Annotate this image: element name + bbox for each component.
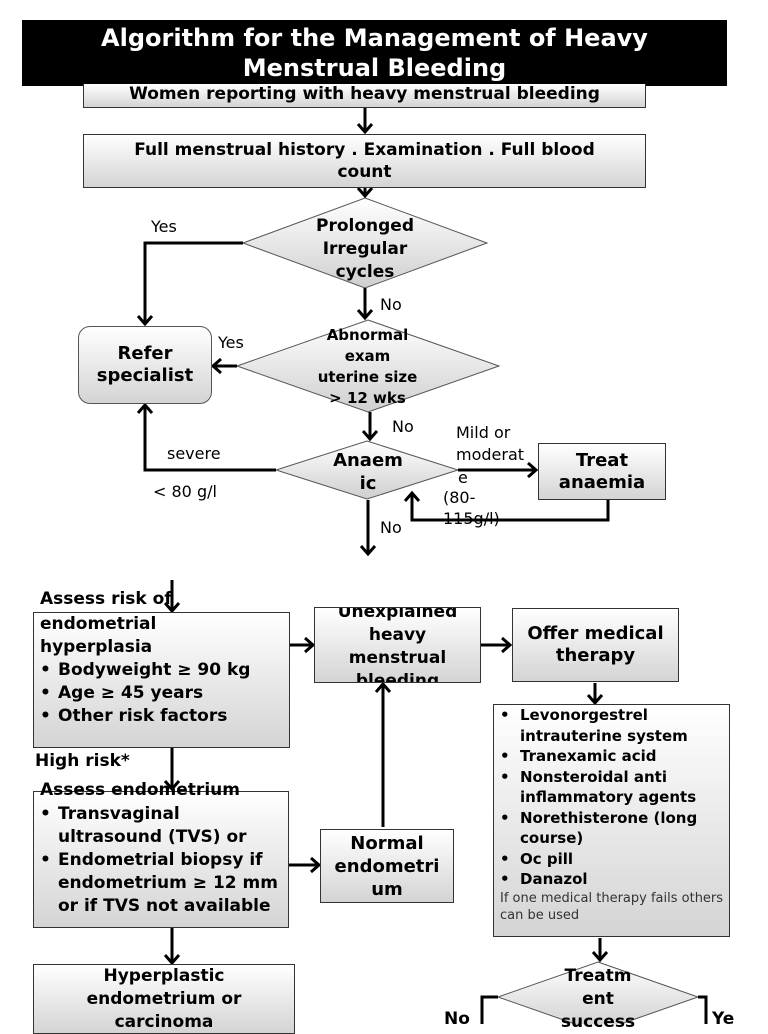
treat-line-1: Treat (575, 450, 629, 471)
normal-line-2: endometri (334, 856, 440, 877)
normal-line-3: um (371, 879, 403, 900)
no-label-treatment: No (444, 1009, 470, 1029)
no-label-abnormal: No (392, 417, 414, 436)
therapy-item: Levonorgestrel intrauterine system (494, 705, 729, 746)
title-overlay: Algorithm for the Management of Heavy Me… (22, 20, 727, 84)
therapy-item: Danazol (494, 869, 729, 890)
endometrium-item: Endometrial biopsy if endometrium ≥ 12 m… (34, 849, 288, 918)
offer-medical-therapy-box: Offer medical therapy (512, 608, 679, 682)
risk-item: Other risk factors (34, 705, 289, 728)
treat-line-2: anaemia (558, 472, 646, 493)
prolonged-line-1: Prolonged (316, 216, 414, 236)
abnormal-line-3: uterine size (317, 368, 418, 386)
hyperplastic-line-3: carcinoma (114, 1012, 214, 1032)
risk-factor-list: Bodyweight ≥ 90 kg Age ≥ 45 years Other … (34, 659, 289, 728)
offer-line-1: Offer medical (527, 623, 664, 644)
assess-risk-heading: Assess risk of (40, 589, 172, 609)
anaemic-text: Anaem ic (320, 449, 416, 495)
title-overlay-line-1: Algorithm for the Management of Heavy (101, 24, 648, 52)
unexplained-line-4: bleeding (355, 671, 440, 683)
treatment-line-3: success (560, 1012, 636, 1032)
anaemic-line-1: Anaem (333, 450, 403, 471)
abnormal-line-4: > 12 wks (329, 389, 406, 407)
therapy-item: Tranexamic acid (494, 746, 729, 767)
unexplained-line-1: Unexplained (337, 607, 458, 622)
treatment-line-1: Treatm (564, 966, 632, 986)
mild-label-3: e (458, 468, 468, 487)
women-reporting-box: Women reporting with heavy menstrual ble… (83, 83, 646, 108)
assess-risk-box: endometrial hyperplasia Bodyweight ≥ 90 … (33, 612, 290, 748)
therapy-list: Levonorgestrel intrauterine system Trane… (494, 705, 729, 890)
assess-risk-subheading: endometrial hyperplasia (40, 614, 157, 657)
range-label-1: (80- (443, 488, 476, 507)
title-overlay-line-2: Menstrual Bleeding (242, 54, 507, 82)
abnormal-text: Abnormal exam uterine size > 12 wks (300, 325, 435, 409)
endometrium-item: Transvaginal ultrasound (TVS) or (34, 803, 288, 849)
hyperplastic-line-2: endometrium or (86, 989, 242, 1009)
therapy-item: Oc pill (494, 849, 729, 870)
high-risk-label: High risk* (35, 751, 130, 771)
normal-line-1: Normal (350, 833, 424, 854)
unexplained-hmb-box: Unexplained heavy menstrual bleeding (314, 607, 481, 683)
prolonged-text: Prolonged Irregular cycles (300, 215, 430, 284)
unexplained-line-3: menstrual (348, 648, 447, 668)
endometrium-assessment-list: Transvaginal ultrasound (TVS) or Endomet… (34, 803, 288, 918)
abnormal-diamond (235, 319, 501, 413)
mild-label-2: moderat (456, 445, 525, 464)
range-label-2: 115g/l) (443, 509, 500, 528)
anaemic-line-2: ic (359, 473, 377, 494)
refer-line-1: Refer (117, 343, 173, 364)
normal-endometrium-box: Normal endometri um (320, 829, 454, 903)
abnormal-line-2: exam (344, 347, 391, 365)
no-label-anaemic: No (380, 518, 402, 537)
refer-line-2: specialist (96, 365, 194, 386)
no-label-prolonged: No (380, 295, 402, 314)
assess-endometrium-box: Transvaginal ultrasound (TVS) or Endomet… (33, 791, 289, 928)
offer-line-2: therapy (555, 645, 636, 666)
therapy-item: Nonsteroidal anti inflammatory agents (494, 767, 729, 808)
history-line-1: Full menstrual history . Examination . F… (134, 140, 595, 160)
prolonged-line-3: cycles (335, 262, 395, 282)
history-exam-box: Full menstrual history . Examination . F… (83, 134, 646, 188)
medical-therapy-list-box: Levonorgestrel intrauterine system Trane… (493, 704, 730, 937)
risk-item: Bodyweight ≥ 90 kg (34, 659, 289, 682)
lt80-label: < 80 g/l (153, 482, 217, 501)
anaemic-diamond (274, 440, 460, 500)
yes-label-abnormal: Yes (218, 333, 244, 352)
mild-label-1: Mild or (456, 423, 511, 442)
women-reporting-text: Women reporting with heavy menstrual ble… (129, 84, 600, 104)
treat-anaemia-box: Treat anaemia (538, 443, 666, 500)
history-line-2: count (337, 162, 392, 182)
yes-label-prolonged: Yes (151, 217, 177, 236)
risk-item: Age ≥ 45 years (34, 682, 289, 705)
treatment-success-diamond (496, 961, 700, 1024)
unexplained-line-2: heavy (368, 625, 427, 645)
refer-specialist-box: Refer specialist (78, 326, 212, 404)
treatment-line-2: ent (582, 989, 614, 1009)
yes-label-treatment: Ye (712, 1009, 735, 1029)
severe-label: severe (167, 444, 221, 463)
hyperplastic-line-1: Hyperplastic (103, 966, 225, 986)
abnormal-line-1: Abnormal (326, 326, 409, 344)
hyperplastic-box: Hyperplastic endometrium or carcinoma (33, 964, 295, 1034)
therapy-note: If one medical therapy fails others can … (500, 890, 724, 923)
therapy-item: Norethisterone (long course) (494, 808, 729, 849)
assess-endometrium-heading: Assess endometrium (40, 780, 240, 800)
prolonged-line-2: Irregular (322, 239, 408, 259)
